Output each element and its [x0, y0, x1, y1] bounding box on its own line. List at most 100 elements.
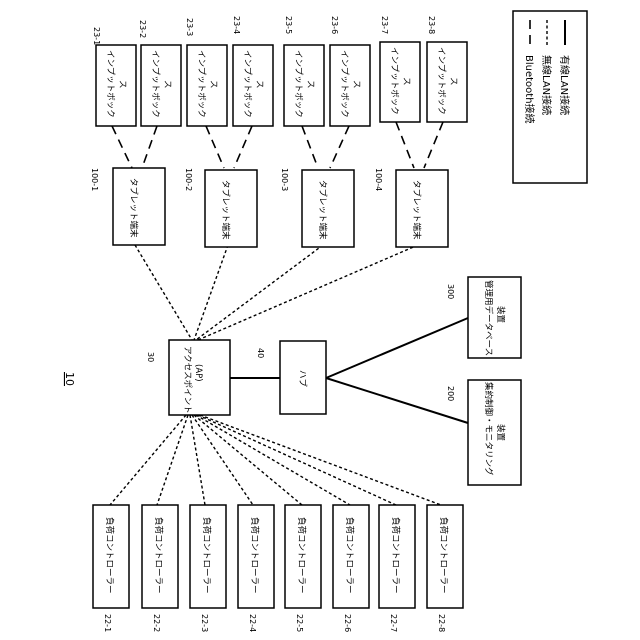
- bluetooth-link-23-7: [396, 122, 414, 168]
- tablet-100-4: タブレット端末 100-4: [374, 168, 448, 247]
- input-box-label-2: ス: [305, 80, 315, 89]
- tablet-ref: 100-3: [280, 168, 289, 191]
- tablet-ref: 100-2: [184, 168, 193, 191]
- bluetooth-link-23-5: [302, 126, 318, 168]
- wireless-link-100-3: [196, 245, 323, 340]
- controller-ref: 22-5: [295, 614, 304, 632]
- tablet-ref: 100-4: [374, 168, 383, 191]
- database-sublabel: 装置: [495, 306, 506, 324]
- tablet-label: タブレット端末: [128, 178, 139, 238]
- controller-label: 負荷コントローラー: [296, 517, 307, 594]
- input-box-label: インプットボック: [389, 47, 399, 115]
- input-box-label: インプットボック: [242, 50, 252, 118]
- bluetooth-link-23-6: [330, 126, 349, 168]
- input-box-label-2: ス: [254, 80, 264, 89]
- tablet-label: タブレット端末: [317, 180, 328, 240]
- wireless-link-22-2: [157, 415, 188, 505]
- input-box-label: インプットボック: [150, 50, 160, 118]
- controller-22-2: 負荷コントローラー 22-2: [142, 505, 178, 632]
- input-box-ref: 23-1: [92, 27, 101, 45]
- database-box: [468, 277, 521, 358]
- input-box-label: インプットボック: [196, 50, 206, 118]
- access-point-ref: 30: [146, 352, 155, 362]
- controller-ref: 22-4: [248, 614, 257, 632]
- figure-label: 10: [63, 372, 76, 386]
- controller-label: 負荷コントローラー: [201, 517, 212, 594]
- input-box-23-1: インプットボック ス 23-1: [92, 27, 136, 126]
- controller-22-5: 負荷コントローラー 22-5: [285, 505, 321, 632]
- controller-22-6: 負荷コントローラー 22-6: [333, 505, 369, 632]
- input-box-ref: 23-8: [427, 16, 436, 34]
- tablet-100-1: タブレット端末 100-1: [90, 168, 165, 245]
- wireless-link-22-7: [198, 415, 396, 505]
- wired-link-hub-database: [326, 318, 468, 378]
- database-label: 管理用データベース: [483, 280, 494, 356]
- legend-bluetooth: Bluetooth接続: [523, 55, 536, 124]
- input-box-ref: 23-2: [138, 20, 147, 38]
- controller-ref: 22-1: [103, 614, 112, 632]
- wireless-link-22-5: [194, 415, 302, 505]
- tablet-ref: 100-1: [90, 168, 99, 191]
- input-box-label-2: ス: [208, 80, 218, 89]
- bluetooth-link-23-8: [424, 122, 443, 168]
- controller-label: 負荷コントローラー: [104, 517, 115, 594]
- tablet-label: タブレット端末: [220, 180, 231, 240]
- controller-label: 負荷コントローラー: [249, 517, 260, 594]
- controller-22-3: 負荷コントローラー 22-3: [190, 505, 226, 632]
- input-box-23-5: インプットボック ス 23-5: [284, 16, 324, 126]
- input-box-23-6: インプットボック ス 23-6: [330, 16, 370, 126]
- input-box-ref: 23-3: [185, 18, 194, 36]
- tablet-label: タブレット端末: [411, 180, 422, 240]
- controller-ref: 22-8: [437, 614, 446, 632]
- monitor-box: [468, 380, 521, 485]
- wireless-link-22-3: [190, 415, 205, 505]
- input-box-label-2: ス: [162, 80, 172, 89]
- monitor-label: 集約制御・モニタリング: [483, 382, 494, 476]
- input-box-ref: 23-6: [330, 16, 339, 34]
- access-point: アクセスポイント (AP) 30: [146, 340, 230, 415]
- controller-label: 負荷コントローラー: [390, 517, 401, 594]
- monitor-sublabel: 装置: [495, 424, 506, 442]
- monitor-ref: 200: [446, 386, 455, 401]
- controller-label: 負荷コントローラー: [153, 517, 164, 594]
- legend-wireless: 無線LAN接続: [540, 55, 553, 115]
- legend-wired: 有線LAN接続: [558, 55, 571, 115]
- input-box-label: インプットボック: [293, 50, 303, 118]
- legend: Bluetooth接続 無線LAN接続 有線LAN接続: [513, 11, 587, 183]
- input-box-ref: 23-4: [232, 16, 241, 34]
- bluetooth-link-23-2: [142, 126, 157, 168]
- controller-label: 負荷コントローラー: [438, 517, 449, 594]
- controller-label: 負荷コントローラー: [344, 517, 355, 594]
- bluetooth-link-23-4: [234, 126, 252, 168]
- controller-22-7: 負荷コントローラー 22-7: [379, 505, 415, 632]
- input-box-label-2: ス: [448, 77, 458, 86]
- controller-ref: 22-7: [389, 614, 398, 632]
- input-box-label: インプットボック: [105, 50, 115, 118]
- database-device: 管理用データベース 装置 300: [446, 277, 521, 358]
- input-box-23-7: インプットボック ス 23-7: [380, 16, 420, 122]
- tablet-100-3: タブレット端末 100-3: [280, 168, 354, 247]
- database-ref: 300: [446, 284, 455, 299]
- access-point-sublabel: (AP): [193, 364, 203, 382]
- access-point-label: アクセスポイント: [182, 346, 192, 414]
- wireless-link-22-1: [110, 415, 186, 505]
- monitor-device: 集約制御・モニタリング 装置 200: [446, 380, 521, 485]
- input-box-23-4: インプットボック ス 23-4: [232, 16, 273, 126]
- input-box-label-2: ス: [117, 80, 127, 89]
- wireless-link-22-6: [196, 415, 350, 505]
- input-box-ref: 23-7: [380, 16, 389, 34]
- bluetooth-link-23-1: [112, 126, 132, 168]
- input-box-23-2: インプットボック ス 23-2: [138, 20, 181, 126]
- controller-22-4: 負荷コントローラー 22-4: [238, 505, 274, 632]
- hub-label: ハブ: [297, 370, 308, 388]
- wireless-link-100-4: [198, 245, 418, 340]
- controller-ref: 22-3: [200, 614, 209, 632]
- wireless-link-100-2: [194, 245, 228, 340]
- wireless-link-22-8: [200, 415, 441, 505]
- input-box-23-8: インプットボック ス 23-8: [427, 16, 467, 122]
- controller-22-1: 負荷コントローラー 22-1: [93, 505, 129, 632]
- hub-ref: 40: [256, 348, 265, 358]
- input-box-label-2: ス: [401, 77, 411, 86]
